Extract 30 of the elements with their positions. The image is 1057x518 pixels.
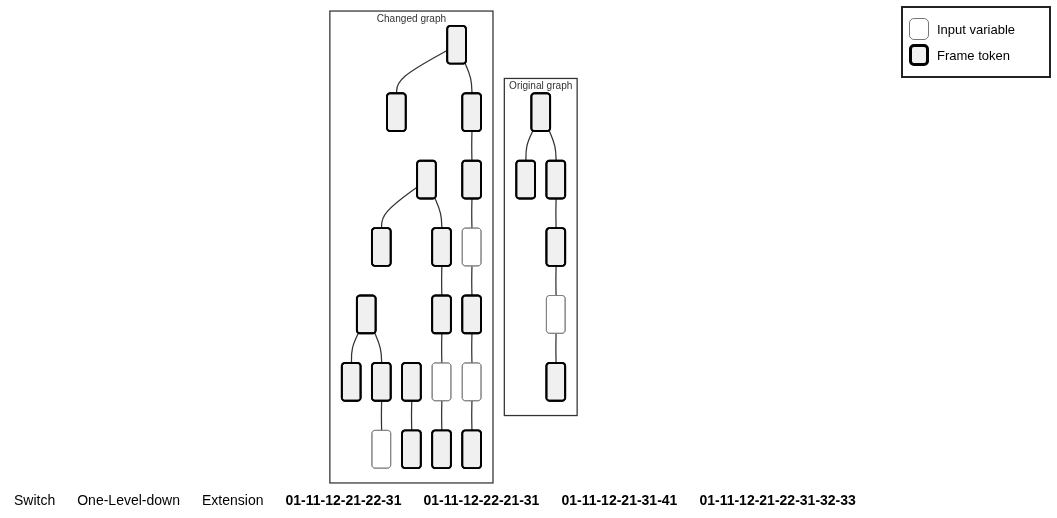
connector xyxy=(374,332,383,364)
connector xyxy=(350,332,360,364)
connector xyxy=(471,265,473,297)
connector xyxy=(410,400,413,432)
sequence-code: 01-11-12-22-21-31 xyxy=(423,492,540,508)
legend-text: Input variable xyxy=(937,21,1016,37)
connector xyxy=(471,400,473,432)
connector xyxy=(555,265,557,297)
connector xyxy=(380,400,383,432)
connector xyxy=(441,265,443,297)
section-heading: Extension xyxy=(201,492,264,508)
connector xyxy=(434,197,443,230)
connector xyxy=(441,400,443,432)
connector xyxy=(555,198,557,230)
connector xyxy=(555,333,557,364)
cluster: Original graph xyxy=(503,77,578,417)
sequence-code: 01-11-12-21-31-41 xyxy=(561,492,678,508)
sequence-code: 01-11-12-21-22-31 xyxy=(285,492,402,508)
connector xyxy=(525,130,534,162)
connector xyxy=(441,333,443,364)
section-heading: One-Level-down xyxy=(77,492,180,508)
cluster: Changed graph xyxy=(329,10,494,484)
sequence-code: 01-11-12-21-22-31-32-33 xyxy=(699,492,856,508)
connector xyxy=(548,130,557,162)
connector xyxy=(471,198,473,230)
connector xyxy=(464,62,473,95)
connector xyxy=(471,130,473,162)
legend-text: Frame token xyxy=(937,47,1010,63)
section-heading: Switch xyxy=(14,492,56,508)
connector xyxy=(471,333,473,364)
